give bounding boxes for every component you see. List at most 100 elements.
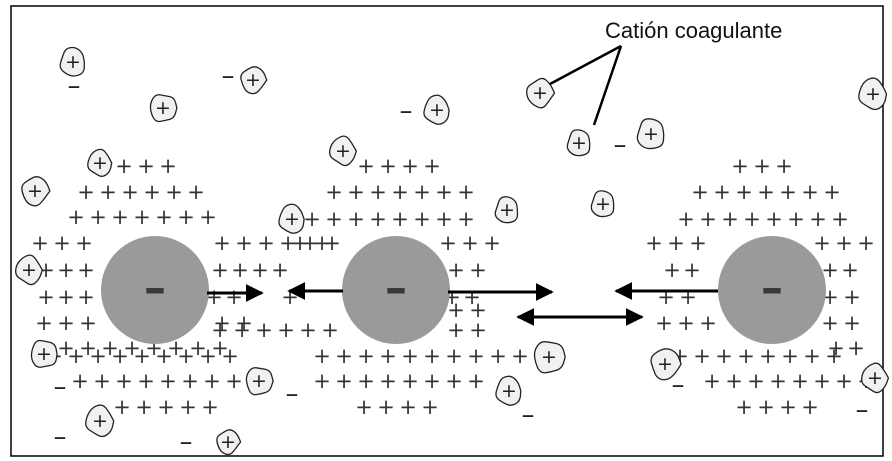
positive-ion: + — [721, 207, 739, 231]
positive-ion: + — [467, 344, 485, 368]
positive-ion: + — [791, 369, 809, 393]
cation-positive-sign: + — [532, 82, 548, 104]
positive-ion: + — [75, 231, 93, 255]
positive-ion: + — [335, 369, 353, 393]
left-colloid: – — [101, 236, 209, 344]
positive-ion: + — [133, 205, 151, 229]
cation-positive-sign: + — [501, 380, 517, 402]
particle-negative-sign: – — [385, 263, 407, 314]
positive-ion: + — [759, 344, 777, 368]
positive-ion: + — [703, 369, 721, 393]
positive-ion: + — [435, 180, 453, 204]
negative-ion: – — [856, 395, 869, 425]
positive-ion: + — [843, 285, 861, 309]
cation-positive-sign: + — [429, 99, 445, 121]
positive-ion: + — [813, 369, 831, 393]
coagulant-cation: + — [860, 362, 890, 394]
positive-ion: + — [677, 207, 695, 231]
cation-shell — [566, 129, 591, 157]
positive-ion: + — [199, 205, 217, 229]
positive-ion: + — [391, 207, 409, 231]
cation-positive-sign: + — [335, 140, 351, 162]
positive-ion: + — [277, 318, 295, 342]
negative-ion: – — [54, 372, 67, 402]
positive-ion: + — [77, 258, 95, 282]
positive-ion: + — [115, 154, 133, 178]
positive-ion: + — [357, 369, 375, 393]
positive-ion: + — [769, 369, 787, 393]
positive-ion: + — [825, 344, 843, 368]
right-colloid: – — [718, 236, 826, 344]
cation-shell — [30, 339, 58, 368]
positive-ion: + — [211, 336, 229, 360]
positive-ion: + — [713, 180, 731, 204]
positive-ion: + — [335, 344, 353, 368]
positive-ion: + — [401, 344, 419, 368]
positive-ion: + — [225, 285, 243, 309]
negative-ion: – — [672, 370, 685, 400]
positive-ion: + — [123, 336, 141, 360]
cation-shell — [21, 176, 51, 207]
cation-shell — [858, 77, 888, 111]
positive-ion: + — [735, 180, 753, 204]
cation-shell — [245, 367, 274, 396]
label-callout: Catión coagulante — [549, 18, 782, 126]
positive-ion: + — [225, 369, 243, 393]
positive-ion: + — [57, 258, 75, 282]
colloid-particle — [718, 236, 826, 344]
negative-ion: – — [522, 400, 535, 430]
positive-ion: + — [801, 180, 819, 204]
positive-ion: + — [111, 344, 129, 368]
positive-ion: + — [179, 395, 197, 419]
positive-ion: + — [747, 369, 765, 393]
figure-frame — [10, 5, 884, 457]
positive-ion: + — [201, 395, 219, 419]
negative-ion: – — [286, 379, 299, 409]
cation-positive-sign: + — [155, 97, 171, 119]
cation-positive-sign: + — [21, 259, 37, 281]
positive-ion: + — [347, 180, 365, 204]
negative-ion: – — [54, 422, 67, 452]
negative-ion: – — [222, 61, 235, 91]
positive-ion: + — [323, 231, 341, 255]
positive-ion: + — [725, 369, 743, 393]
positive-ion: + — [737, 344, 755, 368]
positive-ion: + — [167, 336, 185, 360]
positive-ion: + — [221, 344, 239, 368]
positive-ion: + — [177, 205, 195, 229]
positive-ion: + — [235, 311, 253, 335]
positive-ion: + — [231, 258, 249, 282]
positive-ion: + — [379, 154, 397, 178]
positive-ion: + — [827, 336, 845, 360]
cation-positive-sign: + — [65, 51, 81, 73]
cation-positive-sign: + — [643, 123, 659, 145]
cation-shell — [860, 362, 890, 394]
cation-label: Catión coagulante — [605, 18, 782, 43]
positive-ion: + — [467, 369, 485, 393]
cation-shell — [650, 348, 682, 381]
coagulant-cation: + — [87, 148, 113, 177]
coagulant-cation: + — [245, 367, 274, 396]
positive-ion: + — [689, 231, 707, 255]
positive-ion: + — [37, 258, 55, 282]
positive-ion: + — [89, 205, 107, 229]
positive-ion: + — [57, 336, 75, 360]
positive-ion: + — [461, 231, 479, 255]
cation-positive-sign: + — [657, 353, 673, 375]
positive-ion: + — [821, 311, 839, 335]
positive-ion: + — [301, 231, 319, 255]
coagulant-cation: + — [423, 94, 450, 125]
positive-ion: + — [835, 369, 853, 393]
positive-ion: + — [511, 344, 529, 368]
positive-ion: + — [233, 318, 251, 342]
cation-positive-sign: + — [541, 346, 557, 368]
positive-ion: + — [203, 369, 221, 393]
positive-ion: + — [445, 369, 463, 393]
cation-positive-sign: + — [220, 431, 236, 453]
cation-shell — [87, 148, 113, 177]
cation-layer: +++++++++++++++++++++++ — [14, 46, 890, 456]
positive-ion: + — [369, 207, 387, 231]
positive-ion: + — [31, 231, 49, 255]
positive-ion: + — [813, 231, 831, 255]
